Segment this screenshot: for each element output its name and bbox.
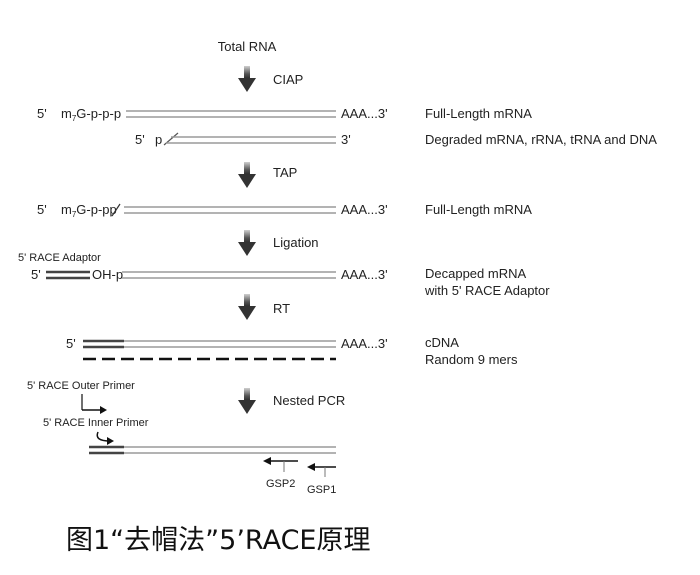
nested-pcr-arrow-icon xyxy=(238,388,256,414)
ciap-arrow-icon xyxy=(238,66,256,92)
tap-step-label: TAP xyxy=(273,165,297,180)
cdna-adaptor-segment xyxy=(83,339,124,349)
full-length-mrna-label-2: Full-Length mRNA xyxy=(425,202,532,217)
poly-a-label-row4: AAA...3' xyxy=(341,267,388,282)
gsp1-arrow-icon xyxy=(307,463,336,477)
inner-primer-arrow-icon xyxy=(96,431,114,445)
degraded-rna-strand xyxy=(166,136,336,144)
cap-structure-row3: m7G-p-pp xyxy=(61,202,117,219)
cap-structure-row1: m7G-p-p-p xyxy=(61,106,121,123)
rt-arrow-icon xyxy=(238,294,256,320)
pcr-product-adaptor-segment xyxy=(89,445,124,455)
three-prime-label-row2: 3' xyxy=(341,132,351,147)
decapped-mrna-label-line2: with 5' RACE Adaptor xyxy=(424,283,550,298)
tap-arrow-icon xyxy=(238,162,256,188)
pcr-product-strand xyxy=(124,446,336,454)
poly-a-label-row1: AAA...3' xyxy=(341,106,388,121)
gsp1-label: GSP1 xyxy=(307,484,336,496)
race-adaptor-label: 5' RACE Adaptor xyxy=(18,252,101,264)
outer-primer-arrow-icon xyxy=(81,394,107,414)
five-prime-label-row5: 5' xyxy=(66,336,76,351)
five-prime-label-row4: 5' xyxy=(31,267,41,282)
outer-primer-label: 5' RACE Outer Primer xyxy=(27,380,135,392)
five-prime-label-row3: 5' xyxy=(37,202,47,217)
figure-caption: 图1“去帽法”5’RACE原理 xyxy=(66,525,371,556)
cdna-mrna-strand xyxy=(124,340,336,348)
poly-a-label-row5: AAA...3' xyxy=(341,336,388,351)
ligation-step-label: Ligation xyxy=(273,235,319,250)
gsp2-label: GSP2 xyxy=(266,478,295,490)
five-prime-label-row1: 5' xyxy=(37,106,47,121)
cdna-label: cDNA xyxy=(425,335,459,350)
nested-pcr-step-label: Nested PCR xyxy=(273,393,345,408)
full-length-mrna-label: Full-Length mRNA xyxy=(425,106,532,121)
rt-step-label: RT xyxy=(273,301,290,316)
poly-a-label-row3: AAA...3' xyxy=(341,202,388,217)
full-length-mrna-strand-tap xyxy=(124,206,336,214)
random-9mers-label: Random 9 mers xyxy=(425,352,518,367)
ciap-step-label: CIAP xyxy=(273,72,303,87)
gsp2-arrow-icon xyxy=(263,457,298,472)
full-length-mrna-strand xyxy=(126,110,336,118)
ligation-arrow-icon xyxy=(238,230,256,256)
race-adaptor-strand xyxy=(46,270,90,280)
decapped-mrna-strand xyxy=(122,271,336,279)
decapped-mrna-label: Decapped mRNA xyxy=(425,266,526,281)
oh-phosphate-junction: OH-p xyxy=(92,267,123,282)
degraded-rna-label: Degraded mRNA, rRNA, tRNA and DNA xyxy=(425,132,657,147)
degraded-phosphate: p xyxy=(155,132,162,147)
five-prime-label-row2: 5' xyxy=(135,132,145,147)
tap-cleavage-mark xyxy=(111,203,121,217)
inner-primer-label: 5' RACE Inner Primer xyxy=(43,417,149,429)
total-rna-label: Total RNA xyxy=(218,39,277,54)
